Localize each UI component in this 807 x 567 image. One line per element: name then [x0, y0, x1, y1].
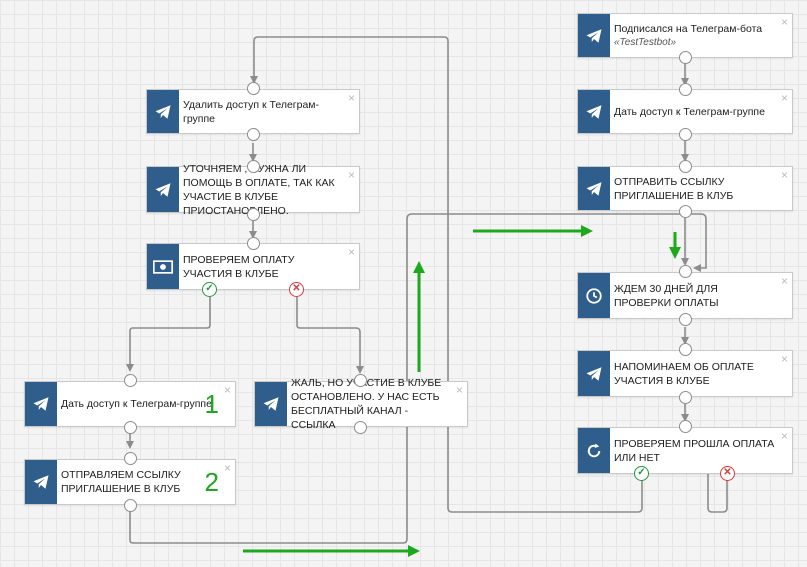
node-label: Дать доступ к Телеграм-группе — [614, 105, 765, 118]
telegram-icon — [25, 382, 57, 426]
input-port[interactable] — [679, 420, 692, 433]
no-port[interactable]: ✕ — [720, 466, 735, 481]
refresh-icon — [578, 428, 610, 473]
connector — [126, 297, 211, 372]
connector — [129, 213, 707, 544]
close-icon[interactable]: × — [223, 461, 231, 475]
output-port[interactable] — [679, 128, 692, 141]
close-icon[interactable]: × — [780, 15, 788, 29]
node-label: ПРОВЕРЯЕМ ПРОШЛА ОПЛАТА ИЛИ НЕТ — [614, 437, 775, 464]
node-label: ПРОВЕРЯЕМ ОПЛАТУ УЧАСТИЯ В КЛУБЕ — [183, 253, 295, 280]
input-port[interactable] — [679, 343, 692, 356]
input-port[interactable] — [247, 82, 260, 95]
telegram-icon — [255, 382, 287, 426]
output-port[interactable] — [679, 205, 692, 218]
node-remove-access[interactable]: Удалить доступ к Телеграм-группе × — [146, 89, 360, 134]
close-icon[interactable]: × — [780, 352, 788, 366]
input-port[interactable] — [247, 160, 260, 173]
telegram-icon — [25, 460, 57, 504]
close-icon[interactable]: × — [455, 383, 463, 397]
node-label: Удалить доступ к Телеграм-группе — [183, 98, 320, 125]
node-label: Дать доступ к Телеграм-группе — [61, 398, 212, 410]
close-icon[interactable]: × — [223, 383, 231, 397]
telegram-icon — [578, 167, 610, 210]
node-check-payment-right[interactable]: ПРОВЕРЯЕМ ПРОШЛА ОПЛАТА ИЛИ НЕТ × — [577, 427, 793, 474]
telegram-icon — [578, 351, 610, 396]
input-port[interactable] — [679, 83, 692, 96]
node-clarify-help[interactable]: УТОЧНЯЕМ , НУЖНА ЛИ ПОМОЩЬ В ОПЛАТЕ, ТАК… — [146, 162, 360, 217]
output-port[interactable] — [679, 391, 692, 404]
input-port[interactable] — [354, 374, 367, 387]
clock-icon — [578, 273, 610, 318]
close-icon[interactable]: × — [347, 91, 355, 105]
telegram-icon — [147, 90, 179, 133]
node-label: ЖДЕМ 30 ДНЕЙ ДЛЯ ПРОВЕРКИ ОПЛАТЫ — [614, 282, 719, 309]
annotation-number: 2 — [204, 467, 219, 497]
connector — [707, 470, 728, 513]
output-port[interactable] — [679, 51, 692, 64]
telegram-icon — [578, 90, 610, 133]
output-port[interactable] — [247, 208, 260, 221]
node-grant-access-left[interactable]: Дать доступ к Телеграм-группе 1 × — [24, 381, 236, 427]
output-port[interactable] — [124, 421, 137, 434]
yes-port[interactable]: ✓ — [202, 282, 217, 297]
close-icon[interactable]: × — [780, 274, 788, 288]
yes-port[interactable]: ✓ — [634, 466, 649, 481]
node-send-link-left[interactable]: ОТПРАВЛЯЕМ ССЫЛКУ ПРИГЛАШЕНИЕ В КЛУБ 2 × — [24, 459, 236, 505]
telegram-icon — [147, 167, 179, 212]
output-port[interactable] — [679, 313, 692, 326]
close-icon[interactable]: × — [780, 91, 788, 105]
output-port[interactable] — [354, 421, 367, 434]
input-port[interactable] — [124, 374, 137, 387]
node-send-invite-link[interactable]: ОТПРАВИТЬ ССЫЛКУ ПРИГЛАШЕНИЕ В КЛУБ × — [577, 166, 793, 211]
node-label: ЖАЛЬ, НО УЧАСТИЕ В КЛУБЕ ОСТАНОВЛЕНО. У … — [291, 377, 442, 431]
connector — [250, 36, 643, 513]
money-icon — [147, 244, 179, 289]
node-label: Подписался на Телеграм-бота«TestTestbot» — [614, 22, 763, 48]
close-icon[interactable]: × — [347, 168, 355, 182]
node-label: НАПОМИНАЕМ ОБ ОПЛАТЕ УЧАСТИЯ В КЛУБЕ — [614, 360, 754, 387]
node-wait-30-days[interactable]: ЖДЕМ 30 ДНЕЙ ДЛЯ ПРОВЕРКИ ОПЛАТЫ × — [577, 272, 793, 319]
output-port[interactable] — [247, 128, 260, 141]
node-label: ОТПРАВЛЯЕМ ССЫЛКУ ПРИГЛАШЕНИЕ В КЛУБ — [61, 469, 181, 495]
input-port[interactable] — [679, 160, 692, 173]
connector — [296, 297, 364, 374]
node-remind-payment[interactable]: НАПОМИНАЕМ ОБ ОПЛАТЕ УЧАСТИЯ В КЛУБЕ × — [577, 350, 793, 397]
node-subscribed-bot[interactable]: Подписался на Телеграм-бота«TestTestbot»… — [577, 13, 793, 58]
no-port[interactable]: ✕ — [289, 282, 304, 297]
node-label: УТОЧНЯЕМ , НУЖНА ЛИ ПОМОЩЬ В ОПЛАТЕ, ТАК… — [183, 162, 335, 217]
node-label: ОТПРАВИТЬ ССЫЛКУ ПРИГЛАШЕНИЕ В КЛУБ — [614, 175, 734, 202]
node-check-payment-middle[interactable]: ПРОВЕРЯЕМ ОПЛАТУ УЧАСТИЯ В КЛУБЕ × — [146, 243, 360, 290]
input-port[interactable] — [679, 265, 692, 278]
close-icon[interactable]: × — [780, 429, 788, 443]
input-port[interactable] — [247, 237, 260, 250]
annotation-number: 1 — [204, 389, 219, 419]
close-icon[interactable]: × — [347, 245, 355, 259]
output-port[interactable] — [124, 499, 137, 512]
telegram-icon — [578, 14, 610, 57]
input-port[interactable] — [124, 452, 137, 465]
close-icon[interactable]: × — [780, 168, 788, 182]
